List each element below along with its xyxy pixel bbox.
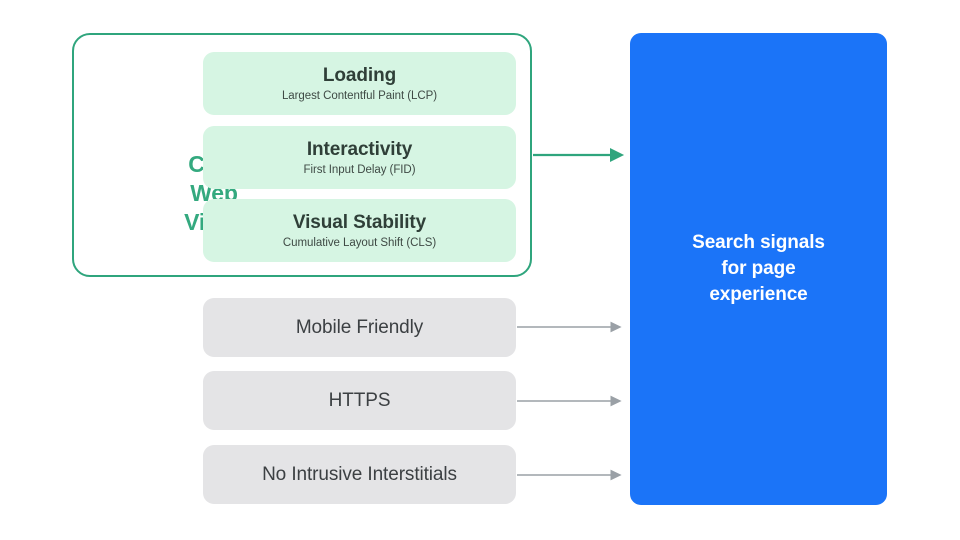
- vital-subtitle: First Input Delay (FID): [303, 163, 416, 176]
- signal-card-mobile-friendly: Mobile Friendly: [203, 298, 516, 357]
- signal-label: No Intrusive Interstitials: [262, 463, 457, 485]
- vital-card-visual-stability: Visual Stability Cumulative Layout Shift…: [203, 199, 516, 262]
- vital-card-interactivity: Interactivity First Input Delay (FID): [203, 126, 516, 189]
- search-signals-panel: Search signals for page experience: [630, 33, 887, 505]
- vital-subtitle: Largest Contentful Paint (LCP): [281, 89, 438, 102]
- vital-subtitle: Cumulative Layout Shift (CLS): [282, 236, 437, 249]
- vital-title: Visual Stability: [292, 211, 427, 233]
- signal-label: Mobile Friendly: [295, 316, 424, 338]
- signal-card-https: HTTPS: [203, 371, 516, 430]
- vital-card-loading: Loading Largest Contentful Paint (LCP): [203, 52, 516, 115]
- search-signals-label: Search signals for page experience: [692, 232, 825, 305]
- signal-label: HTTPS: [328, 389, 391, 411]
- vital-title: Interactivity: [306, 138, 413, 160]
- signal-card-no-intrusive-interstitials: No Intrusive Interstitials: [203, 445, 516, 504]
- vital-title: Loading: [322, 64, 397, 86]
